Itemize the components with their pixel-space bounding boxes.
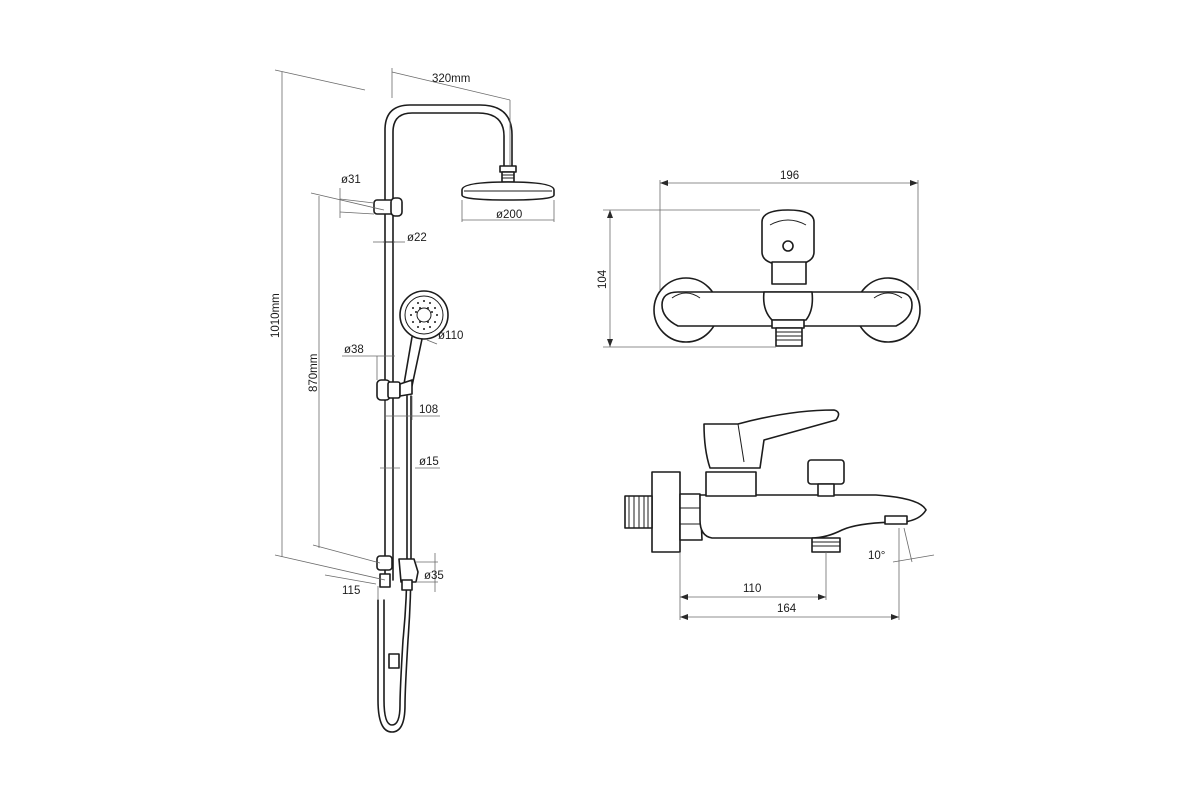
shower-hose-inner: [377, 395, 412, 733]
top-bracket-diameter-label: ø31: [341, 174, 361, 186]
head-connector-nut: [501, 171, 515, 183]
holder-diameter-label: ø38: [344, 344, 364, 356]
spout-offset-label: 110: [743, 583, 761, 595]
angle-line: [903, 527, 913, 563]
side-nut: [679, 493, 703, 541]
mixer-side-dimensions: 110 164 10°: [679, 527, 935, 620]
diverter-knob-side: [807, 459, 845, 485]
diverter-front: [762, 291, 814, 321]
mixer-side-view: [624, 409, 927, 553]
dim-31-ext-bottom: [339, 211, 375, 215]
dim-870-ext-top: [310, 192, 385, 211]
hand-shower-face: [399, 290, 449, 340]
side-outlet-thread: [811, 537, 841, 553]
holder-offset-label: 108: [419, 404, 438, 416]
spout-aerator-side: [884, 515, 908, 525]
cartridge-housing-side: [705, 471, 757, 497]
dim-164-arrow-right: [891, 614, 899, 620]
lever-side-edge: [737, 423, 745, 463]
mixer-cartridge: [771, 261, 807, 285]
aerator-front: [771, 319, 805, 329]
mixer-width-label: 196: [780, 170, 799, 182]
hand-shower-diameter-label: ø110: [438, 330, 463, 342]
hand-shower: [399, 290, 449, 387]
bottom-wall-bracket: [376, 555, 393, 571]
mixer-height-label: 104: [597, 269, 609, 289]
dim-196-arrow-left: [660, 180, 668, 186]
shower-hose: [383, 395, 408, 726]
slide-holder-cradle: [399, 379, 413, 397]
hand-shower-ring: [404, 295, 444, 335]
bottom-outlet: [401, 579, 413, 591]
total-height-label: 1010mm: [270, 293, 282, 338]
bottom-diverter: [398, 558, 419, 583]
side-wall-plate: [651, 471, 681, 553]
dim-104-arrow-top: [607, 210, 613, 218]
top-bracket-clamp: [390, 197, 403, 217]
overhead-width-label: 320mm: [432, 73, 470, 85]
dim-1010-ext-bottom: [274, 554, 386, 581]
spout-angle-label: 10°: [868, 550, 885, 562]
dim-110-leader: [426, 339, 438, 345]
right-cap-detail: [873, 292, 903, 299]
hand-shower-center: [416, 307, 432, 323]
column-dimensions: 320mm 1010mm 870mm ø31 ø22 ø200 ø110 ø38: [270, 68, 555, 600]
head-connector-top: [499, 165, 517, 173]
bottom-bracket-diameter-label: ø35: [424, 570, 444, 582]
dim-110-arrow-left: [680, 594, 688, 600]
angle-arc: [892, 554, 935, 563]
dim-31-ext-top: [339, 198, 375, 204]
dim-320-line: [391, 71, 511, 101]
head-diameter-label: ø200: [496, 209, 522, 221]
main-rail-inner: [392, 112, 505, 581]
upper-pipe-diameter-label: ø22: [407, 232, 427, 244]
mixer-length-label: 164: [777, 603, 797, 615]
hand-shower-handle-left: [403, 336, 413, 385]
outlet-thread-front: [775, 327, 803, 347]
shower-column: [373, 104, 555, 733]
hose-ferrule: [388, 653, 400, 669]
hose-diameter-label: ø15: [419, 456, 439, 468]
lever-highlight: [769, 219, 807, 226]
dim-870-ext-bottom: [312, 544, 381, 564]
dim-196-arrow-right: [910, 180, 918, 186]
mixer-body-side: [699, 494, 927, 539]
dim-110-arrow-right: [818, 594, 826, 600]
dim-115-line: [324, 574, 377, 585]
lever-indicator: [782, 240, 794, 252]
slide-height-label: 870mm: [308, 354, 320, 392]
hand-shower-handle-right: [411, 338, 423, 387]
dim-104-arrow-bottom: [607, 339, 613, 347]
mixer-front-dimensions: 196 104: [597, 170, 919, 348]
dim-164-arrow-left: [680, 614, 688, 620]
mixer-front-view: [653, 209, 921, 347]
dim-1010-ext-top: [274, 69, 366, 91]
mixer-lever-front: [761, 209, 815, 266]
diverter-stem-side: [817, 483, 835, 497]
main-rail: [384, 104, 513, 581]
bottom-bracket-offset-label: 115: [342, 585, 360, 597]
slide-holder-body: [387, 381, 401, 399]
bottom-bracket-pipe: [379, 573, 391, 588]
left-cap-detail: [671, 292, 701, 299]
nozzle-dots: [410, 300, 438, 330]
